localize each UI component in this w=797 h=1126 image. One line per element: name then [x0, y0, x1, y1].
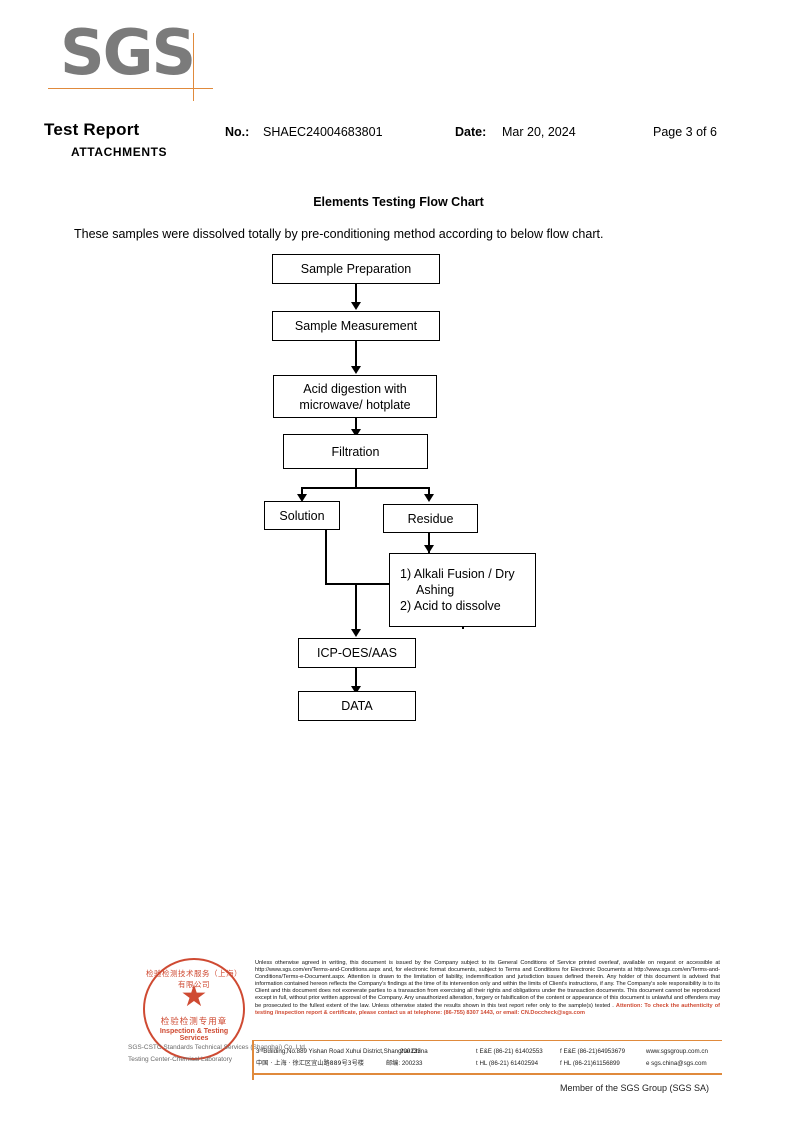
footer-rule-top: [252, 1040, 722, 1041]
seal-arc-text: 检验检测技术服务（上海）有限公司: [146, 968, 242, 989]
footer-rule-vertical: [252, 1040, 254, 1080]
company-seal-stamp: 检验检测技术服务（上海）有限公司 ★ 检验检测专用章 Inspection & …: [143, 958, 245, 1060]
arrow-filtration-to-solution-icon: [297, 494, 307, 502]
edge-filtration-to-residue: [428, 487, 430, 499]
arrow-prep-to-measure-icon: [351, 302, 361, 310]
flow-node-alkali-fusion: 1) Alkali Fusion / Dry Ashing 2) Acid to…: [389, 553, 536, 627]
arrow-filtration-to-residue-icon: [424, 494, 434, 502]
acid-digestion-line-2: microwave/ hotplate: [299, 397, 411, 412]
member-note: Member of the SGS Group (SGS SA): [560, 1083, 710, 1093]
flow-node-filtration: Filtration: [283, 434, 428, 469]
arrow-merge-to-icp-icon: [351, 629, 361, 637]
page-title: Test Report: [44, 120, 140, 139]
website-url[interactable]: www.sgsgroup.com.cn: [646, 1048, 708, 1055]
logo-rule-horizontal: [48, 88, 213, 89]
edge-solution-down: [325, 530, 327, 584]
seal-en-text: Inspection & Testing Services: [159, 1027, 229, 1042]
arrow-measure-to-digestion-icon: [351, 366, 361, 374]
flow-node-sample-preparation: Sample Preparation: [272, 254, 440, 284]
fax-ee: f E&E (86-21)64953679: [560, 1048, 626, 1055]
edge-solution-merge: [325, 583, 389, 585]
telephone-ee: t E&E (86-21) 61402553: [476, 1048, 543, 1055]
legal-attention-text: Attention: To check the authenticity of …: [255, 1002, 720, 1016]
edge-filtration-split: [301, 487, 428, 489]
flow-node-solution: Solution: [264, 501, 340, 530]
arrow-digestion-to-filtration-icon: [351, 429, 361, 437]
legal-disclaimer: Unless otherwise agreed in writing, this…: [255, 960, 720, 1017]
edge-filtration-stem: [355, 469, 357, 488]
report-date-value: Mar 20, 2024: [502, 125, 576, 139]
edge-merge-to-icp: [355, 583, 357, 632]
report-no-label: No.:: [225, 125, 250, 139]
attachments-label: ATTACHMENTS: [71, 145, 168, 159]
seal-star-icon: ★: [180, 980, 208, 1014]
edge-digestion-to-filtration: [355, 418, 357, 434]
flow-node-data: DATA: [298, 691, 416, 721]
zipcode-english: 200233: [400, 1048, 421, 1055]
report-no-value: SHAEC24004683801: [263, 125, 383, 139]
flow-node-sample-measurement: Sample Measurement: [272, 311, 440, 341]
alkali-line-2: Ashing: [416, 583, 455, 597]
sgs-logo: SGS: [60, 16, 196, 89]
flow-node-icp-oes-aas: ICP-OES/AAS: [298, 638, 416, 668]
alkali-line-3: 2) Acid to dissolve: [400, 599, 501, 613]
address-english: 3ʳᵈBuilding,No.889 Yishan Road Xuhui Dis…: [256, 1048, 428, 1055]
seal-cn-text: 检验检测专用章: [160, 1015, 228, 1026]
edge-prep-to-measure: [355, 284, 357, 304]
report-date-label: Date:: [455, 125, 487, 139]
logo-rule-vertical: [193, 33, 194, 101]
flowchart-title: Elements Testing Flow Chart: [313, 195, 484, 209]
flow-node-acid-digestion: Acid digestion with microwave/ hotplate: [273, 375, 437, 418]
legal-main-text: Unless otherwise agreed in writing, this…: [255, 960, 720, 1009]
zipcode-chinese: 邮编: 200233: [386, 1060, 423, 1067]
arrow-residue-to-alkali-icon: [424, 545, 434, 553]
edge-measure-to-digestion: [355, 341, 357, 368]
edge-icp-to-data: [355, 668, 357, 689]
footer-rule-bottom: [252, 1073, 722, 1075]
email-address[interactable]: e sgs.china@sgs.com: [646, 1060, 707, 1067]
page-number: Page 3 of 6: [653, 125, 717, 139]
fax-hl: f HL (86-21)61156899: [560, 1060, 620, 1067]
telephone-hl: t HL (86-21) 61402594: [476, 1060, 539, 1067]
alkali-line-1: 1) Alkali Fusion / Dry: [400, 567, 515, 581]
address-chinese: 中国 · 上海 · 徐汇区宜山路889号3号楼: [256, 1060, 364, 1067]
acid-digestion-line-1: Acid digestion with: [303, 381, 407, 396]
edge-alkali-bottom: [462, 627, 464, 629]
edge-residue-to-alkali: [428, 533, 430, 553]
arrow-icp-to-data-icon: [351, 686, 361, 694]
edge-filtration-to-solution: [301, 487, 303, 499]
flowchart-description: These samples were dissolved totally by …: [74, 227, 604, 241]
flow-node-residue: Residue: [383, 504, 478, 533]
company-name-line-1: SGS-CSTC Standards Technical Services (S…: [128, 1044, 307, 1051]
company-name-line-2: Testing Center-Chemical Laboratory: [128, 1056, 233, 1063]
